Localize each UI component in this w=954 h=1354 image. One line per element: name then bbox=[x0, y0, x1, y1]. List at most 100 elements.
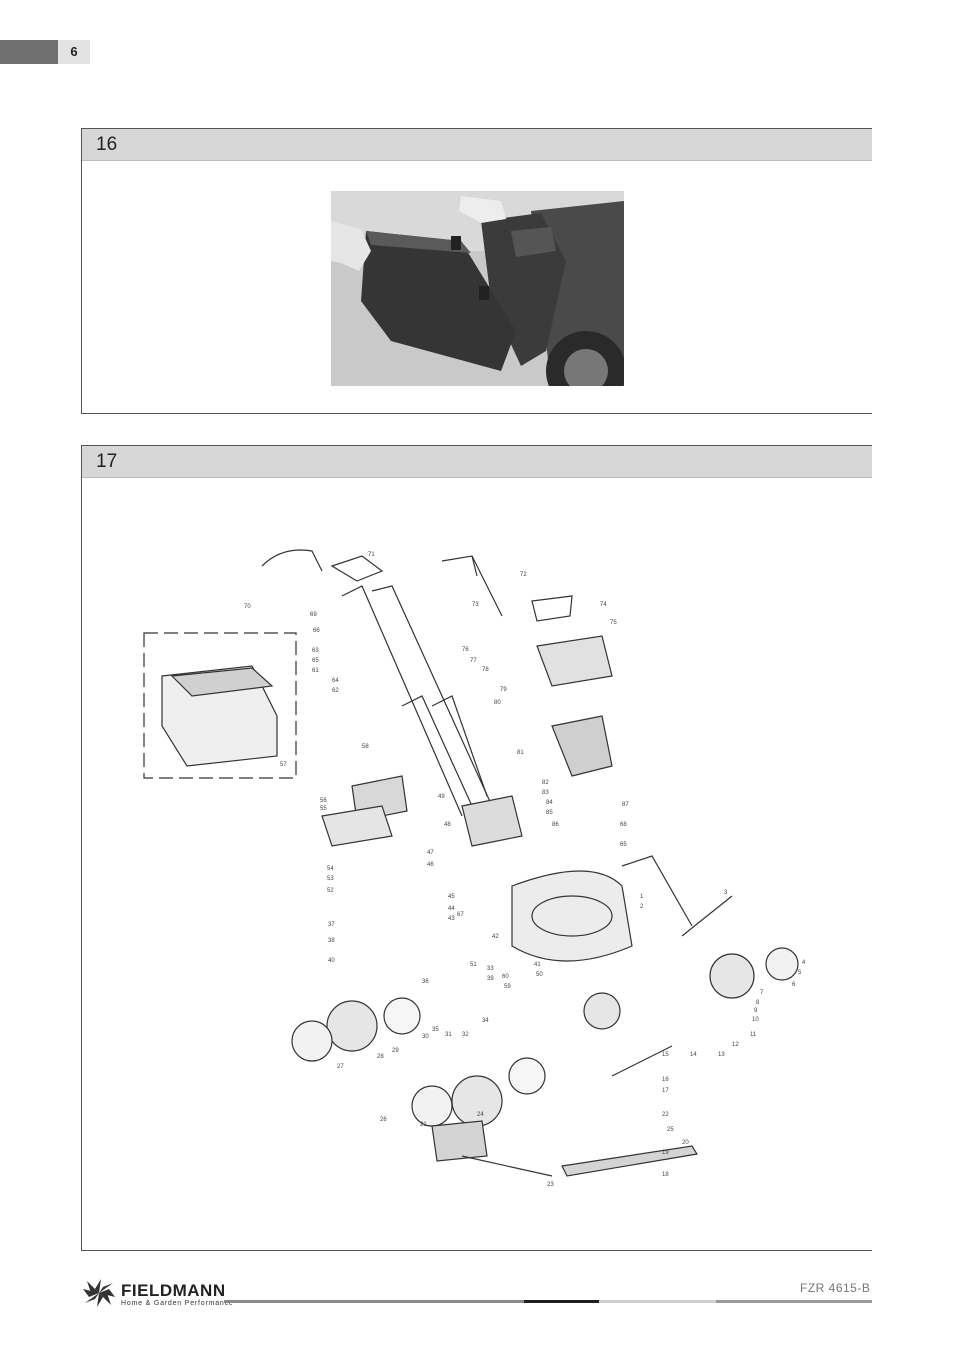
svg-text:40: 40 bbox=[328, 958, 335, 964]
brand-name: FIELDMANN bbox=[121, 1281, 226, 1300]
svg-text:62: 62 bbox=[332, 688, 339, 694]
figure-17-panel: 17 bbox=[81, 445, 872, 1251]
footer-rule-dark bbox=[524, 1300, 599, 1303]
svg-text:85: 85 bbox=[546, 810, 553, 816]
svg-text:77: 77 bbox=[470, 658, 477, 664]
svg-text:79: 79 bbox=[500, 687, 507, 693]
svg-text:13: 13 bbox=[718, 1052, 725, 1058]
svg-text:45: 45 bbox=[448, 894, 455, 900]
svg-text:35: 35 bbox=[432, 1027, 439, 1033]
svg-text:12: 12 bbox=[732, 1042, 739, 1048]
svg-text:87: 87 bbox=[622, 802, 629, 808]
svg-text:75: 75 bbox=[610, 620, 617, 626]
svg-text:32: 32 bbox=[462, 1032, 469, 1038]
fieldmann-logo-icon bbox=[83, 1279, 115, 1307]
svg-text:42: 42 bbox=[492, 934, 499, 940]
figure-16-title: 16 bbox=[82, 129, 872, 161]
svg-text:20: 20 bbox=[682, 1140, 689, 1146]
svg-text:5: 5 bbox=[798, 970, 802, 976]
footer-rule-grey bbox=[224, 1300, 524, 1303]
svg-text:59: 59 bbox=[504, 984, 511, 990]
svg-text:38: 38 bbox=[328, 938, 335, 944]
svg-text:36: 36 bbox=[422, 979, 429, 985]
svg-text:26: 26 bbox=[380, 1117, 387, 1123]
svg-text:2: 2 bbox=[640, 904, 644, 910]
exploded-parts-diagram: 71 72 70 73 74 75 76 77 78 79 80 81 82 8… bbox=[143, 549, 806, 1188]
svg-text:81: 81 bbox=[517, 750, 524, 756]
svg-text:46: 46 bbox=[427, 862, 434, 868]
svg-text:9: 9 bbox=[754, 1008, 758, 1014]
svg-text:28: 28 bbox=[377, 1054, 384, 1060]
svg-text:49: 49 bbox=[438, 794, 445, 800]
svg-text:61: 61 bbox=[312, 668, 319, 674]
svg-text:54: 54 bbox=[327, 866, 334, 872]
svg-text:67: 67 bbox=[457, 912, 464, 918]
svg-text:8: 8 bbox=[756, 1000, 760, 1006]
svg-text:76: 76 bbox=[462, 647, 469, 653]
figure-16-panel: 16 bbox=[81, 128, 872, 414]
svg-text:72: 72 bbox=[520, 572, 527, 578]
svg-text:66: 66 bbox=[313, 628, 320, 634]
svg-text:24: 24 bbox=[477, 1112, 484, 1118]
svg-text:34: 34 bbox=[482, 1018, 489, 1024]
svg-text:73: 73 bbox=[472, 602, 479, 608]
svg-text:27: 27 bbox=[337, 1064, 344, 1070]
svg-text:80: 80 bbox=[494, 700, 501, 706]
svg-text:65: 65 bbox=[312, 658, 319, 664]
svg-text:19: 19 bbox=[662, 1150, 669, 1156]
page-tab bbox=[0, 40, 58, 64]
svg-text:58: 58 bbox=[362, 744, 369, 750]
svg-text:84: 84 bbox=[546, 800, 553, 806]
svg-text:83: 83 bbox=[542, 790, 549, 796]
svg-text:1: 1 bbox=[640, 894, 644, 900]
footer-rule-light bbox=[599, 1300, 716, 1303]
model-number: FZR 4615-B bbox=[800, 1281, 871, 1295]
svg-text:39: 39 bbox=[487, 976, 494, 982]
svg-text:71: 71 bbox=[368, 552, 375, 558]
svg-text:70: 70 bbox=[244, 604, 251, 610]
page-number: 6 bbox=[58, 40, 90, 64]
svg-text:44: 44 bbox=[448, 906, 455, 912]
svg-text:17: 17 bbox=[662, 1088, 669, 1094]
grass-deflector-photo bbox=[331, 191, 624, 386]
svg-text:68: 68 bbox=[620, 822, 627, 828]
svg-text:56: 56 bbox=[320, 798, 327, 804]
svg-text:22: 22 bbox=[662, 1112, 669, 1118]
svg-text:11: 11 bbox=[750, 1032, 757, 1038]
svg-text:82: 82 bbox=[542, 780, 549, 786]
svg-text:60: 60 bbox=[502, 974, 509, 980]
svg-text:64: 64 bbox=[332, 678, 339, 684]
svg-text:25: 25 bbox=[667, 1127, 674, 1133]
svg-text:29: 29 bbox=[392, 1048, 399, 1054]
svg-text:23: 23 bbox=[547, 1182, 554, 1188]
svg-text:57: 57 bbox=[280, 762, 287, 768]
svg-text:74: 74 bbox=[600, 602, 607, 608]
svg-text:18: 18 bbox=[662, 1172, 669, 1178]
svg-text:3: 3 bbox=[724, 890, 728, 896]
svg-text:30: 30 bbox=[422, 1034, 429, 1040]
svg-text:48: 48 bbox=[444, 822, 451, 828]
svg-text:47: 47 bbox=[427, 850, 434, 856]
svg-text:50: 50 bbox=[536, 972, 543, 978]
svg-text:51: 51 bbox=[470, 962, 477, 968]
svg-text:41: 41 bbox=[534, 962, 541, 968]
svg-text:53: 53 bbox=[327, 876, 334, 882]
svg-text:52: 52 bbox=[327, 888, 334, 894]
figure-17-title: 17 bbox=[82, 446, 872, 478]
svg-text:43: 43 bbox=[448, 916, 455, 922]
svg-text:55: 55 bbox=[320, 806, 327, 812]
svg-text:15: 15 bbox=[662, 1052, 669, 1058]
svg-text:31: 31 bbox=[445, 1032, 452, 1038]
svg-text:63: 63 bbox=[312, 648, 319, 654]
svg-text:4: 4 bbox=[802, 960, 806, 966]
svg-text:78: 78 bbox=[482, 667, 489, 673]
svg-text:69: 69 bbox=[310, 612, 317, 618]
brand-tagline: Home & Garden Performance bbox=[121, 1300, 234, 1307]
svg-text:14: 14 bbox=[690, 1052, 697, 1058]
svg-text:7: 7 bbox=[760, 990, 764, 996]
svg-text:21: 21 bbox=[420, 1122, 427, 1128]
footer-rule-mid bbox=[716, 1300, 872, 1303]
svg-text:10: 10 bbox=[752, 1017, 759, 1023]
svg-text:37: 37 bbox=[328, 922, 335, 928]
svg-text:6: 6 bbox=[792, 982, 796, 988]
